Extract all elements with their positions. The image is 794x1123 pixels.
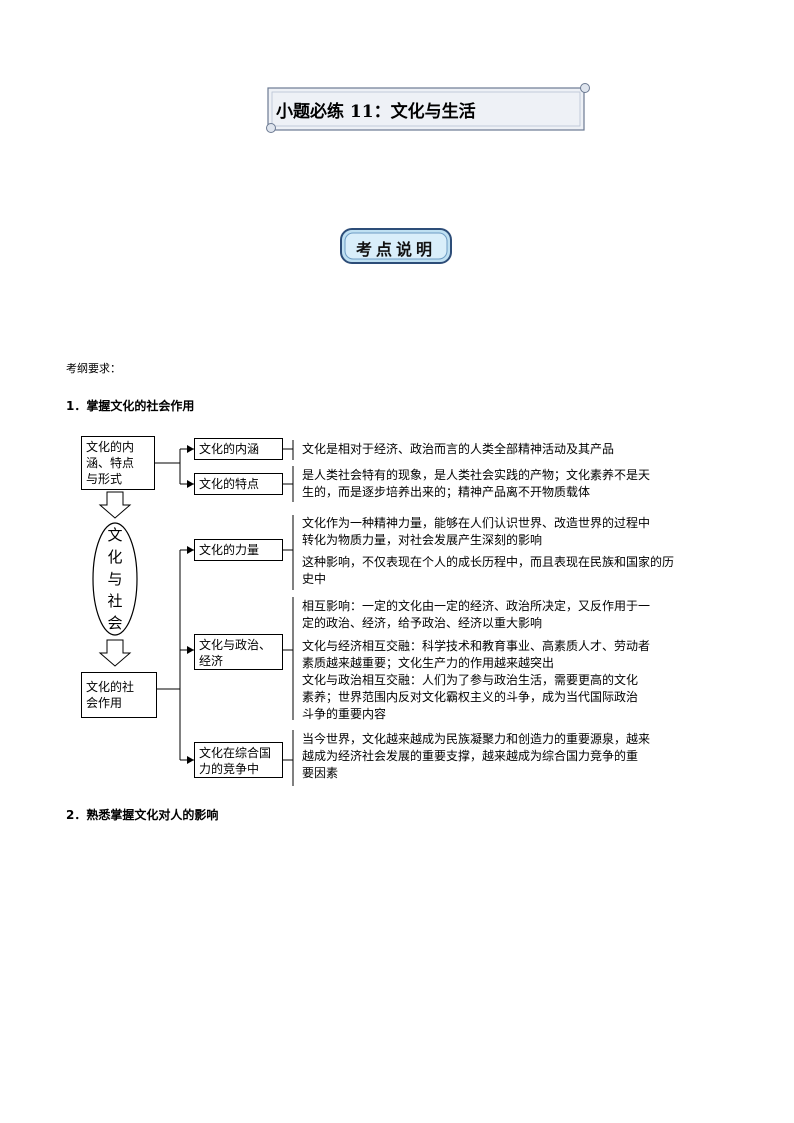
ellipse-char: 文 [107, 526, 123, 544]
zh-text-2: 越成为经济社会发展的重要支撑，越来越成为综合国力竞争的重 [302, 749, 639, 763]
tedian-text-2: 生的，而是逐步培养出来的；精神产品离不开物质载体 [302, 485, 591, 499]
zh-text-3: 要因素 [302, 766, 339, 780]
requirements-label: 考纲要求： [66, 362, 121, 375]
zz-text-6: 素养；世界范围内反对文化霸权主义的斗争，成为当代国际政治 [302, 690, 639, 704]
neihan-text: 文化是相对于经济、政治而言的人类全部精神活动及其产品 [302, 442, 615, 456]
section-1-heading: 1．掌握文化的社会作用 [66, 399, 195, 413]
section-2-heading: 2．熟悉掌握文化对人的影响 [66, 808, 219, 822]
zz-text-3: 文化与经济相互交融：科学技术和教育事业、高素质人才、劳动者 [302, 639, 651, 653]
title-banner: 小题必练 11：文化与生活 [266, 82, 590, 134]
liliang-text-4: 史中 [302, 572, 327, 586]
liliang-text-3: 这种影响，不仅表现在个人的成长历程中，而且表现在民族和国家的历 [302, 555, 675, 569]
zz-text-1: 相互影响：一定的文化由一定的经济、政治所决定，又反作用于一 [302, 599, 651, 613]
zz-text-2: 定的政治、经济，给予政治、经济以重大影响 [302, 616, 543, 630]
neihan-box: 文化的内涵 [194, 438, 283, 460]
box-line: 会作用 [86, 696, 123, 710]
zh-text-1: 当今世界，文化越来越成为民族凝聚力和创造力的重要源泉，越来 [302, 732, 651, 746]
zz-text-5: 文化与政治相互交融：人们为了参与政治生活，需要更高的文化 [302, 673, 639, 687]
liliang-text-1: 文化作为一种精神力量，能够在人们认识世界、改造世界的过程中 [302, 516, 651, 530]
box-line: 文化的内 [86, 440, 135, 454]
ellipse-char: 化 [107, 548, 123, 566]
politics-economy-box: 文化与政治、 经济 [194, 634, 283, 670]
ellipse-char: 与 [107, 570, 123, 588]
kaodian-badge: 考点说明 [340, 228, 452, 264]
badge-frame-icon [340, 228, 452, 264]
zz-text-4: 素质越来越重要；文化生产力的作用越来越突出 [302, 656, 555, 670]
liliang-box: 文化的力量 [194, 539, 283, 561]
badge-label: 考点说明 [355, 240, 436, 259]
zz-text-7: 斗争的重要内容 [302, 707, 387, 721]
tedian-box: 文化的特点 [194, 473, 283, 495]
page-title: 小题必练 11：文化与生活 [276, 102, 476, 122]
box-line: 文化与政治、 [199, 638, 272, 652]
scroll-banner-icon [266, 83, 590, 133]
box-line: 文化在综合国 [199, 746, 272, 760]
social-role-box: 文化的社 会作用 [81, 672, 157, 718]
box-line: 与形式 [86, 472, 123, 486]
ellipse-char: 会 [107, 614, 123, 632]
national-power-box: 文化在综合国 力的竞争中 [194, 742, 283, 778]
culture-society-ellipse: 文 化 与 社 会 [92, 524, 138, 634]
liliang-text-2: 转化为物质力量，对社会发展产生深刻的影响 [302, 533, 543, 547]
box-line: 文化的社 [86, 680, 135, 694]
box-line: 力的竞争中 [199, 762, 260, 776]
ellipse-char: 社 [107, 592, 123, 610]
culture-definition-box: 文化的内 涵、特点 与形式 [81, 436, 155, 490]
tedian-text-1: 是人类社会特有的现象，是人类社会实践的产物；文化素养不是天 [302, 468, 651, 482]
box-line: 经济 [199, 654, 224, 668]
box-line: 涵、特点 [86, 456, 135, 470]
